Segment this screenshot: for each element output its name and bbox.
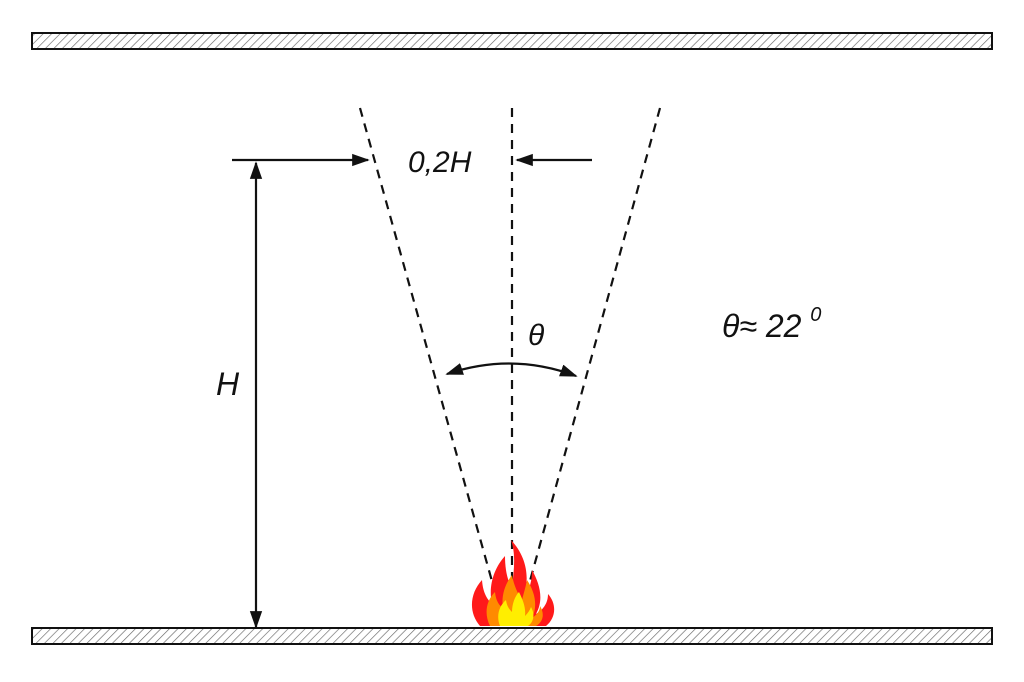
angle-value-label: θ≈ 22 0 (722, 304, 821, 344)
plume-left-edge (358, 107, 502, 611)
angle-symbol-label: θ (528, 319, 545, 352)
ceiling-wall (31, 32, 993, 50)
angle-value-text: θ≈ 22 (722, 308, 802, 344)
floor-wall (31, 627, 993, 645)
plume-lines (358, 107, 662, 615)
angle-degree-superscript: 0 (810, 304, 821, 326)
angle-arc (445, 362, 578, 378)
width-label: 0,2H (408, 146, 472, 179)
fire-icon (471, 540, 555, 626)
plume-right-edge (520, 107, 662, 611)
flame-inner (498, 592, 534, 626)
height-label: H (216, 366, 240, 402)
